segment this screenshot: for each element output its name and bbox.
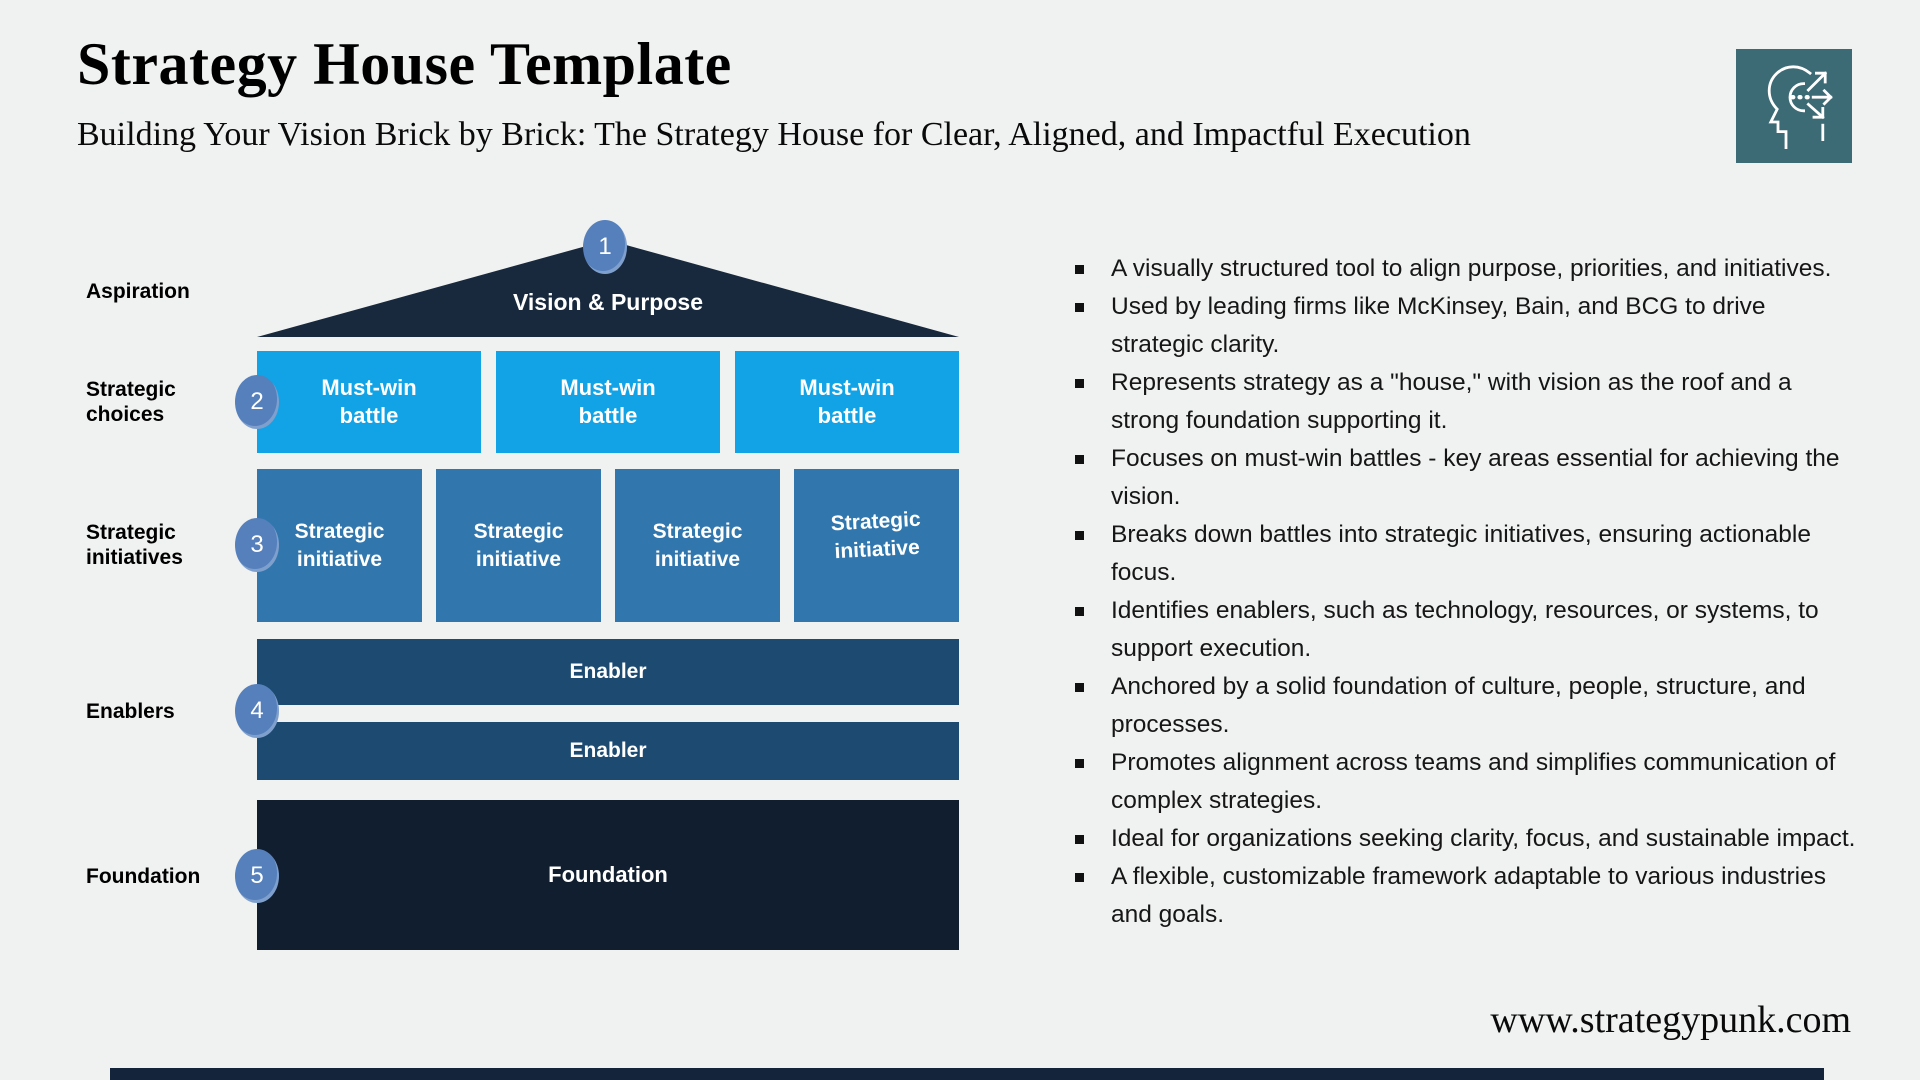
page-title: Strategy House Template xyxy=(77,31,732,97)
label-enablers: Enablers xyxy=(86,700,175,723)
strategic-initiative-label: Strategic initiative xyxy=(473,519,564,571)
strategic-initiative-box: Strategic initiative xyxy=(436,469,601,622)
brand-logo xyxy=(1736,49,1852,163)
must-win-battle-box: Must-win battle xyxy=(257,351,481,453)
step-badge-5: 5 xyxy=(235,849,279,903)
bullet-item: Anchored by a solid foundation of cultur… xyxy=(1071,668,1859,744)
bullet-item: Used by leading firms like McKinsey, Bai… xyxy=(1071,288,1859,364)
enabler-label: Enabler xyxy=(569,739,647,762)
foundation-label: Foundation xyxy=(548,862,668,887)
head-with-arrows-icon xyxy=(1767,65,1833,149)
must-win-battle-row: Must-win battle Must-win battle Must-win… xyxy=(257,351,959,453)
bullet-item: A flexible, customizable framework adapt… xyxy=(1071,858,1859,934)
strategic-initiative-label: Strategic initiative xyxy=(294,519,385,571)
must-win-battle-box: Must-win battle xyxy=(735,351,959,453)
step-badge-3: 3 xyxy=(235,518,279,572)
bottom-accent-bar xyxy=(110,1068,1824,1080)
label-aspiration: Aspiration xyxy=(86,280,190,303)
label-strategic-initiatives: Strategic initiatives xyxy=(86,521,183,569)
strategic-initiative-row: Strategic initiative Strategic initiativ… xyxy=(257,469,959,622)
bullet-item: Breaks down battles into strategic initi… xyxy=(1071,516,1859,592)
must-win-battle-label: Must-win battle xyxy=(799,375,895,428)
strategic-initiative-label: Strategic initiative xyxy=(829,507,921,563)
bullet-item: Ideal for organizations seeking clarity,… xyxy=(1071,820,1859,858)
must-win-battle-label: Must-win battle xyxy=(560,375,656,428)
step-badge-1: 1 xyxy=(583,220,627,274)
enabler-label: Enabler xyxy=(569,660,647,683)
must-win-battle-box: Must-win battle xyxy=(496,351,720,453)
bullet-item: A visually structured tool to align purp… xyxy=(1071,250,1859,288)
strategic-initiative-label: Strategic initiative xyxy=(652,519,743,571)
label-foundation: Foundation xyxy=(86,865,201,888)
bullet-item: Focuses on must-win battles - key areas … xyxy=(1071,440,1859,516)
website-link[interactable]: www.strategypunk.com xyxy=(1490,999,1851,1041)
strategic-initiative-box: Strategic initiative xyxy=(615,469,780,622)
roof-label: Vision & Purpose xyxy=(512,289,703,315)
bullet-item: Identifies enablers, such as technology,… xyxy=(1071,592,1859,668)
strategic-initiative-box: Strategic initiative xyxy=(257,469,422,622)
enabler-bar: Enabler xyxy=(257,639,959,705)
bullet-item: Represents strategy as a "house," with v… xyxy=(1071,364,1859,440)
description-bullet-list: A visually structured tool to align purp… xyxy=(1071,250,1859,934)
step-badge-4: 4 xyxy=(235,684,279,738)
bullet-item: Promotes alignment across teams and simp… xyxy=(1071,744,1859,820)
must-win-battle-label: Must-win battle xyxy=(321,375,417,428)
label-strategic-choices: Strategic choices xyxy=(86,378,176,426)
step-badge-2: 2 xyxy=(235,375,279,429)
foundation-bar: Foundation xyxy=(257,800,959,950)
strategic-initiative-box: Strategic initiative xyxy=(794,469,959,622)
enabler-bar: Enabler xyxy=(257,722,959,780)
page-subtitle: Building Your Vision Brick by Brick: The… xyxy=(77,116,1471,153)
